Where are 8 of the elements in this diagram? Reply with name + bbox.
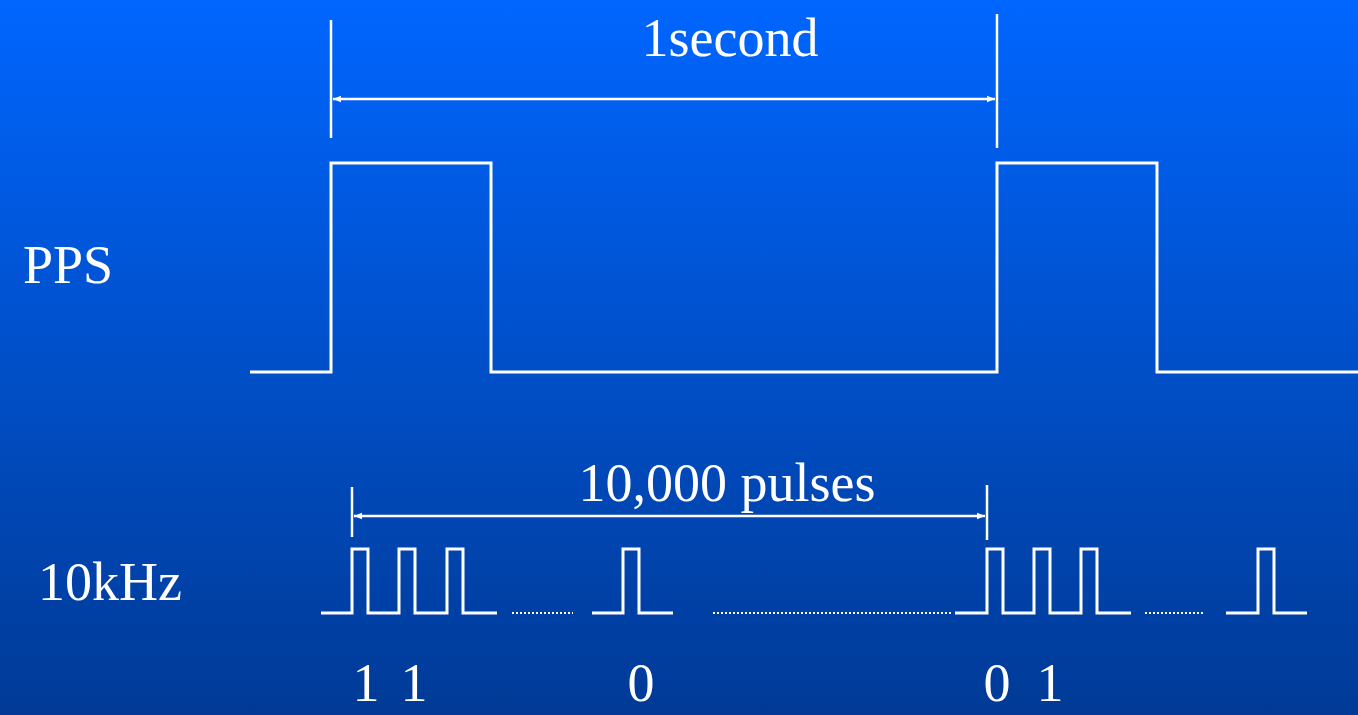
bit-value: 0 [983,656,1011,710]
bit-value: 0 [627,656,655,710]
signal-label: 10kHz [38,555,182,609]
bit-value: 1 [400,656,428,710]
signal-label: PPS [22,238,114,292]
bit-value: 1 [1036,656,1064,710]
dimension-label: 1second [641,11,819,65]
bit-value: 1 [352,656,380,710]
